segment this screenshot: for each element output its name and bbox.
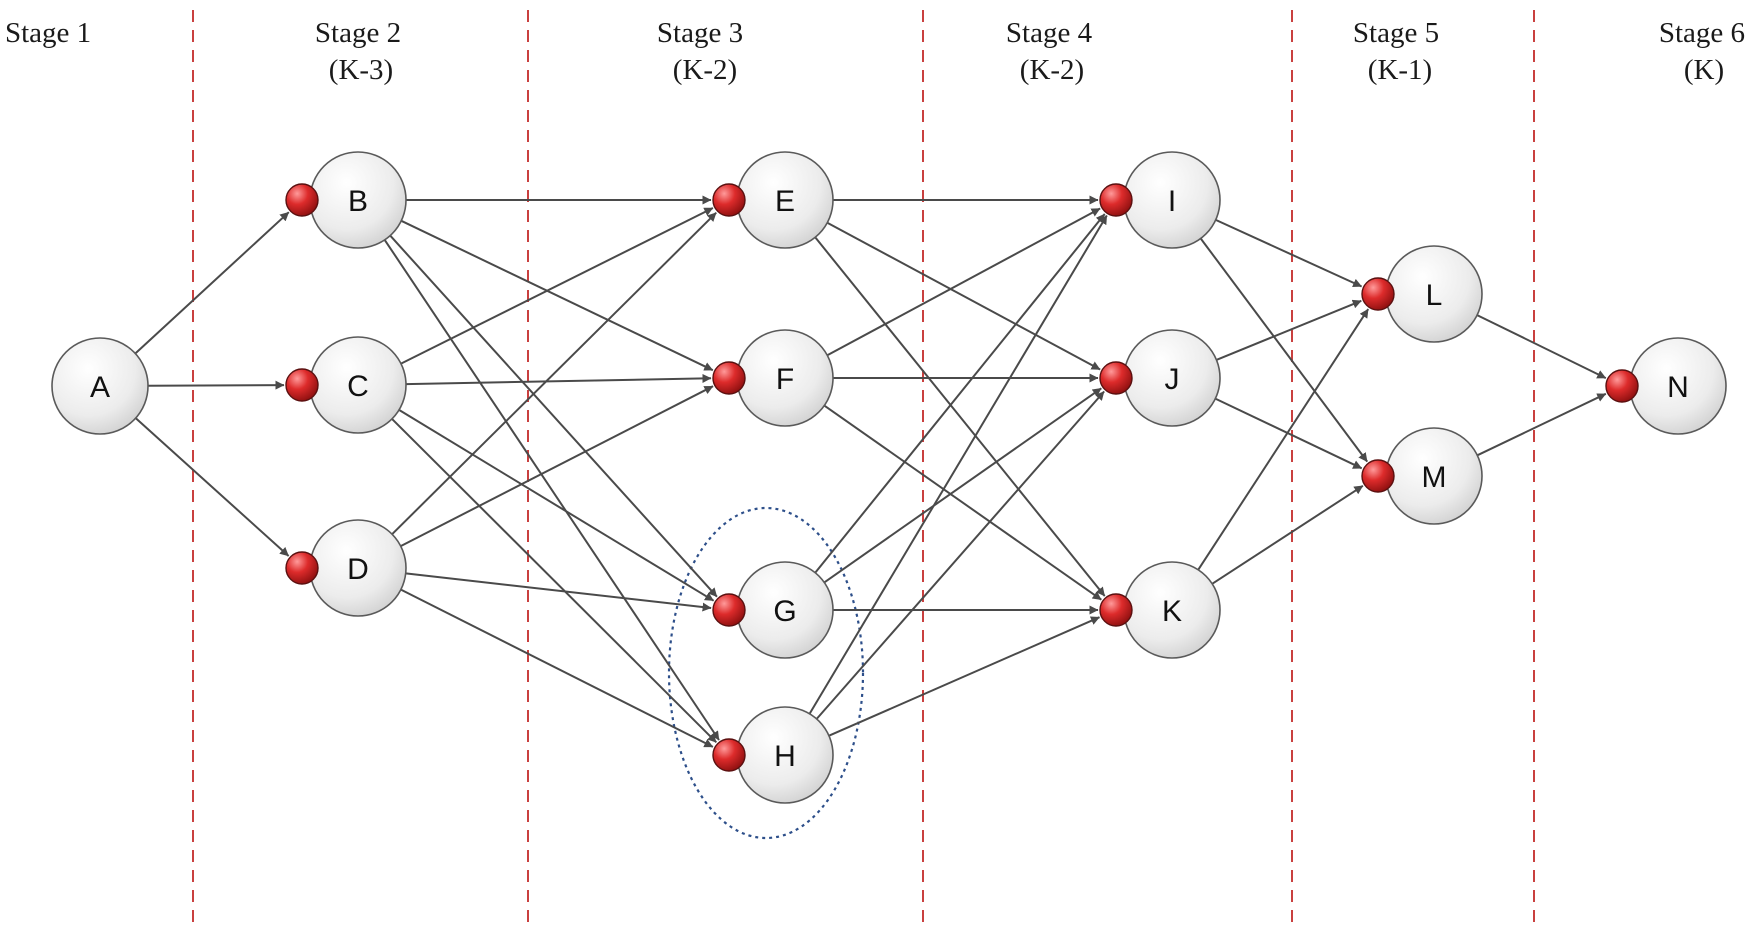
node-label: L bbox=[1426, 279, 1443, 312]
node-label: H bbox=[774, 740, 796, 773]
node-n: N bbox=[1605, 337, 1727, 435]
edge-d-h bbox=[400, 588, 714, 748]
stage-dividers bbox=[192, 10, 1535, 926]
stage-2-title: Stage 2 bbox=[315, 17, 401, 49]
edge-a-c bbox=[147, 380, 285, 390]
edges-layer bbox=[134, 195, 1607, 748]
edge-g-i bbox=[814, 213, 1106, 574]
edge-c-g bbox=[398, 409, 715, 602]
input-port-icon bbox=[1361, 277, 1395, 311]
input-port-icon bbox=[712, 183, 746, 217]
edge-b-f bbox=[400, 219, 714, 372]
stage-3-subtitle: (K-2) bbox=[673, 54, 737, 86]
edge-h-j bbox=[815, 390, 1105, 720]
stage-4-title: Stage 4 bbox=[1006, 17, 1093, 49]
node-d: D bbox=[285, 519, 407, 617]
stage-2-subtitle: (K-3) bbox=[329, 54, 393, 86]
node-c: C bbox=[285, 336, 407, 434]
node-label: C bbox=[347, 370, 369, 403]
edge-c-h bbox=[391, 418, 718, 744]
node-label: I bbox=[1168, 185, 1176, 218]
edge-c-e bbox=[400, 207, 714, 365]
node-m: M bbox=[1361, 427, 1483, 525]
input-port-icon bbox=[712, 738, 746, 772]
stage-headers: Stage 1 Stage 2 (K-3) Stage 3 (K-2) Stag… bbox=[5, 17, 1745, 86]
input-port-icon bbox=[285, 183, 319, 217]
node-label: J bbox=[1165, 363, 1180, 396]
node-label: B bbox=[348, 185, 368, 218]
edge-e-k bbox=[814, 236, 1106, 597]
highlight-group-ellipse bbox=[667, 506, 865, 840]
edge-b-g bbox=[389, 234, 718, 598]
input-port-icon bbox=[285, 368, 319, 402]
input-port-icon bbox=[1099, 361, 1133, 395]
edge-d-f bbox=[400, 385, 714, 547]
node-label: F bbox=[776, 363, 794, 396]
edge-k-l bbox=[1197, 308, 1370, 571]
node-label: E bbox=[775, 185, 795, 218]
edge-i-m bbox=[1199, 237, 1369, 463]
edge-h-k bbox=[828, 616, 1100, 737]
edge-g-j bbox=[823, 387, 1102, 584]
node-label: G bbox=[773, 595, 796, 628]
node-circle bbox=[51, 337, 149, 435]
node-g: G bbox=[712, 561, 834, 659]
stage-6-subtitle: (K) bbox=[1684, 54, 1724, 86]
node-i: I bbox=[1099, 151, 1221, 249]
nodes-layer: A B C D E F G H I J K L M N bbox=[51, 151, 1727, 804]
node-e: E bbox=[712, 151, 834, 249]
node-label: M bbox=[1422, 461, 1447, 494]
edge-f-k bbox=[823, 404, 1102, 601]
node-b: B bbox=[285, 151, 407, 249]
edge-c-f bbox=[405, 373, 712, 386]
input-port-icon bbox=[712, 361, 746, 395]
node-label: A bbox=[90, 371, 110, 404]
stage-3-title: Stage 3 bbox=[657, 17, 743, 49]
edge-e-j bbox=[826, 221, 1101, 371]
input-port-icon bbox=[285, 551, 319, 585]
node-j: J bbox=[1099, 329, 1221, 427]
stage-5-title: Stage 5 bbox=[1353, 17, 1439, 49]
edge-m-n bbox=[1476, 392, 1607, 457]
node-h: H bbox=[712, 706, 834, 804]
input-port-icon bbox=[1099, 593, 1133, 627]
edge-i-l bbox=[1215, 218, 1363, 288]
stage-1-title: Stage 1 bbox=[5, 17, 91, 49]
node-label: K bbox=[1162, 595, 1182, 628]
edge-f-i bbox=[826, 207, 1101, 357]
stage-6-title: Stage 6 bbox=[1659, 17, 1745, 49]
edge-d-g bbox=[405, 572, 712, 612]
node-a: A bbox=[51, 337, 149, 435]
stage-5-subtitle: (K-1) bbox=[1368, 54, 1432, 86]
edge-j-m bbox=[1214, 397, 1363, 470]
edge-l-n bbox=[1476, 314, 1607, 379]
node-label: N bbox=[1667, 371, 1689, 404]
edge-a-d bbox=[135, 417, 290, 557]
stage-4-subtitle: (K-2) bbox=[1020, 54, 1084, 86]
edge-b-h bbox=[383, 239, 720, 741]
edge-a-b bbox=[134, 211, 290, 355]
edge-d-e bbox=[391, 211, 717, 535]
node-label: D bbox=[347, 553, 369, 586]
input-port-icon bbox=[1361, 459, 1395, 493]
node-k: K bbox=[1099, 561, 1221, 659]
node-f: F bbox=[712, 329, 834, 427]
node-l: L bbox=[1361, 245, 1483, 343]
input-port-icon bbox=[1099, 183, 1133, 217]
input-port-icon bbox=[1605, 369, 1639, 403]
input-port-icon bbox=[712, 593, 746, 627]
edge-h-i bbox=[808, 214, 1108, 715]
edge-j-l bbox=[1216, 299, 1362, 361]
edge-k-m bbox=[1211, 484, 1364, 585]
